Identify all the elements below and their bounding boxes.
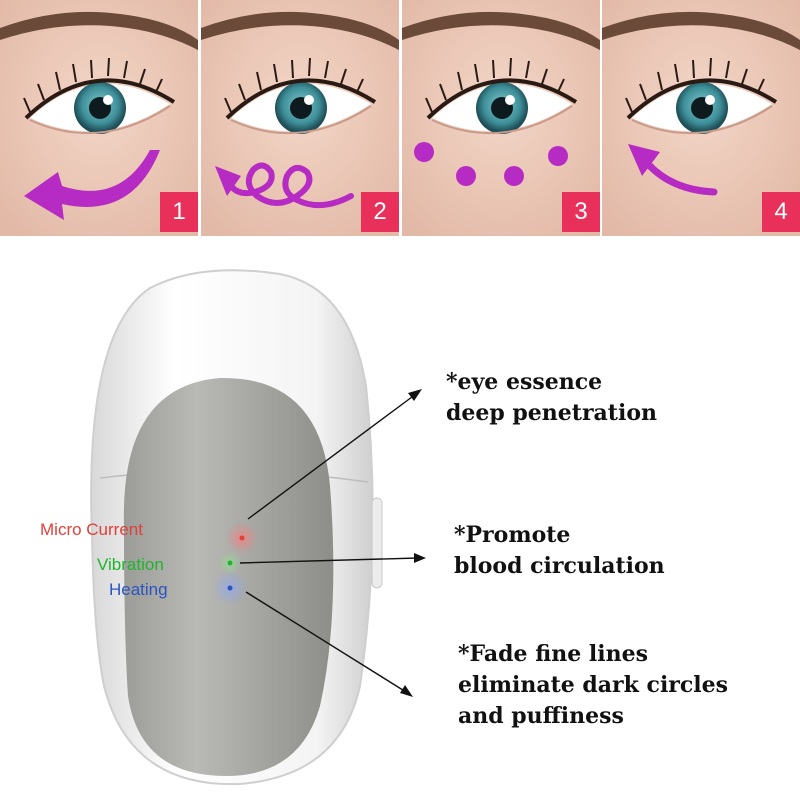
eye-photo-3 — [402, 0, 600, 236]
callout-arrow-1 — [247, 389, 422, 520]
feature-fade-fine-lines: *Fade fine lines eliminate dark circles … — [458, 639, 728, 732]
step-panel-3: 3 — [402, 0, 600, 236]
arrow-sweep-up-icon — [628, 144, 718, 196]
spiral-loops-arrow-icon — [215, 162, 354, 209]
tap-dots-icon — [414, 142, 568, 186]
feature-blood-circulation: *Promote blood circulation — [454, 520, 665, 582]
micro-current-led — [239, 535, 245, 541]
feature-line: *Fade fine lines — [458, 641, 648, 667]
vibration-led — [227, 560, 233, 566]
step-panel-4: 4 — [602, 0, 800, 236]
device-features-section: Micro Current Vibration Heating *eye ess… — [0, 236, 800, 800]
feature-line: eliminate dark circles — [458, 672, 729, 698]
massage-steps-strip: 1 — [0, 0, 800, 236]
step-number-badge-3: 3 — [562, 192, 600, 232]
eye-massager-device — [90, 269, 426, 786]
callout-arrow-3 — [245, 591, 413, 697]
eye-photo-4 — [602, 0, 800, 236]
step-panel-1: 1 — [0, 0, 198, 236]
feature-line: blood circulation — [454, 553, 665, 579]
feature-line: and puffiness — [458, 703, 624, 729]
step-number-badge-4: 4 — [762, 192, 800, 232]
callout-arrow-2 — [239, 553, 426, 564]
feature-line: *Promote — [454, 522, 571, 548]
step-panel-2: 2 — [201, 0, 399, 236]
feature-eye-essence: *eye essence deep penetration — [446, 367, 657, 429]
mode-label-micro-current: Micro Current — [40, 520, 143, 539]
feature-line: *eye essence — [446, 369, 603, 395]
mode-label-heating: Heating — [109, 580, 168, 599]
heating-led — [227, 585, 233, 591]
step-number-badge-1: 1 — [160, 192, 198, 232]
step-number-badge-2: 2 — [361, 192, 399, 232]
arrow-curve-left-icon — [24, 150, 160, 220]
mode-label-vibration: Vibration — [97, 555, 164, 574]
feature-line: deep penetration — [446, 400, 657, 426]
